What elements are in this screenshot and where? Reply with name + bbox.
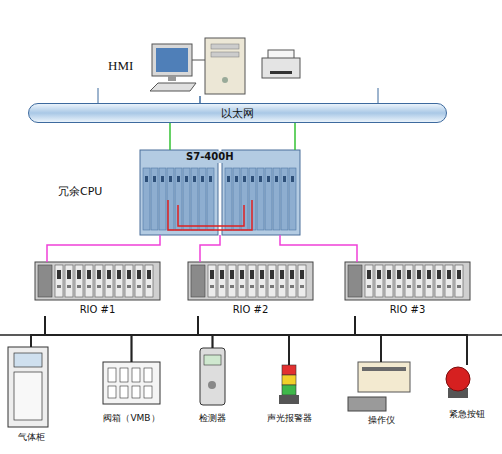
connector: [200, 235, 220, 262]
device-label: 声光报警器: [252, 413, 326, 424]
cpu-model: S7-400H: [185, 151, 235, 163]
connector: [355, 316, 381, 362]
rio-rack: RIO #1: [35, 262, 160, 316]
connector: [31, 316, 355, 347]
device-label: 紧急按钮: [435, 409, 499, 420]
hmi-label: HMI: [108, 58, 133, 74]
connector: [198, 316, 213, 348]
rio-label: RIO #2: [188, 304, 313, 316]
device-label: 检测器: [182, 413, 243, 424]
connector: [213, 316, 356, 348]
rio-rack: RIO #3: [345, 262, 470, 316]
operator-unit: 操作仪: [342, 362, 420, 426]
device-label: 阀箱（VMB）: [91, 413, 172, 424]
cpu-label: 冗余CPU: [58, 185, 102, 198]
connector: [280, 235, 357, 262]
gas-detector: 检测器: [182, 348, 243, 424]
bus-label: 以太网: [29, 107, 446, 120]
connector: [355, 316, 467, 365]
device-label: 气体柜: [2, 432, 60, 443]
gas-cabinet: 气体柜: [2, 347, 60, 443]
rio-label: RIO #3: [345, 304, 470, 316]
connector: [45, 316, 213, 348]
valve-box: 阀箱（VMB）: [91, 362, 172, 424]
connector: [47, 235, 160, 262]
ethernet-bus: 以太网: [28, 103, 447, 123]
emergency-button: 紧急按钮: [435, 365, 499, 420]
connector: [289, 316, 355, 365]
connector: [198, 316, 289, 365]
connector: [169, 123, 171, 150]
connector: [199, 96, 201, 103]
connector: [132, 316, 199, 362]
rio-rack: RIO #2: [188, 262, 313, 316]
rio-label: RIO #1: [35, 304, 160, 316]
redundant-cpu: S7-400H冗余CPU: [140, 150, 300, 235]
connector: [132, 316, 356, 362]
connector: [45, 316, 381, 362]
alarm-beacon: 声光报警器: [252, 365, 326, 424]
device-label: 操作仪: [342, 415, 420, 426]
connector: [45, 316, 132, 362]
connector: [198, 316, 467, 365]
connector: [45, 316, 467, 365]
connector: [45, 316, 289, 365]
connector: [31, 316, 198, 347]
connector: [31, 316, 45, 347]
hmi-station: HMI: [108, 36, 300, 96]
connector: [294, 123, 296, 150]
